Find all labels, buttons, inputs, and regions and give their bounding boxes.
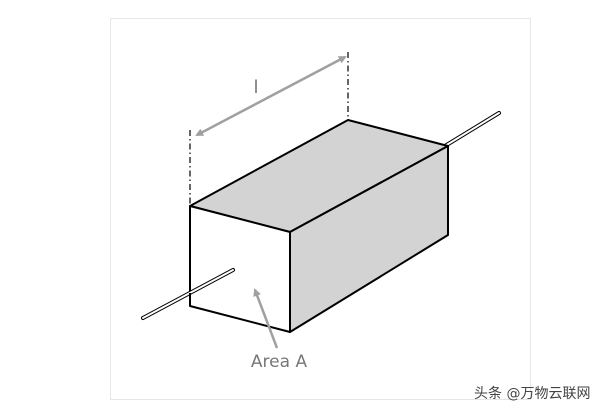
length-label: l [253, 77, 258, 98]
watermark: 头条 @万物云联网 [474, 386, 591, 402]
length-arrow [195, 55, 347, 137]
right-wire [438, 111, 501, 151]
left-wire [141, 268, 235, 320]
area-label: Area A [251, 352, 308, 372]
front-face [189, 205, 291, 333]
frame [110, 18, 531, 400]
area-arrow [253, 288, 279, 349]
